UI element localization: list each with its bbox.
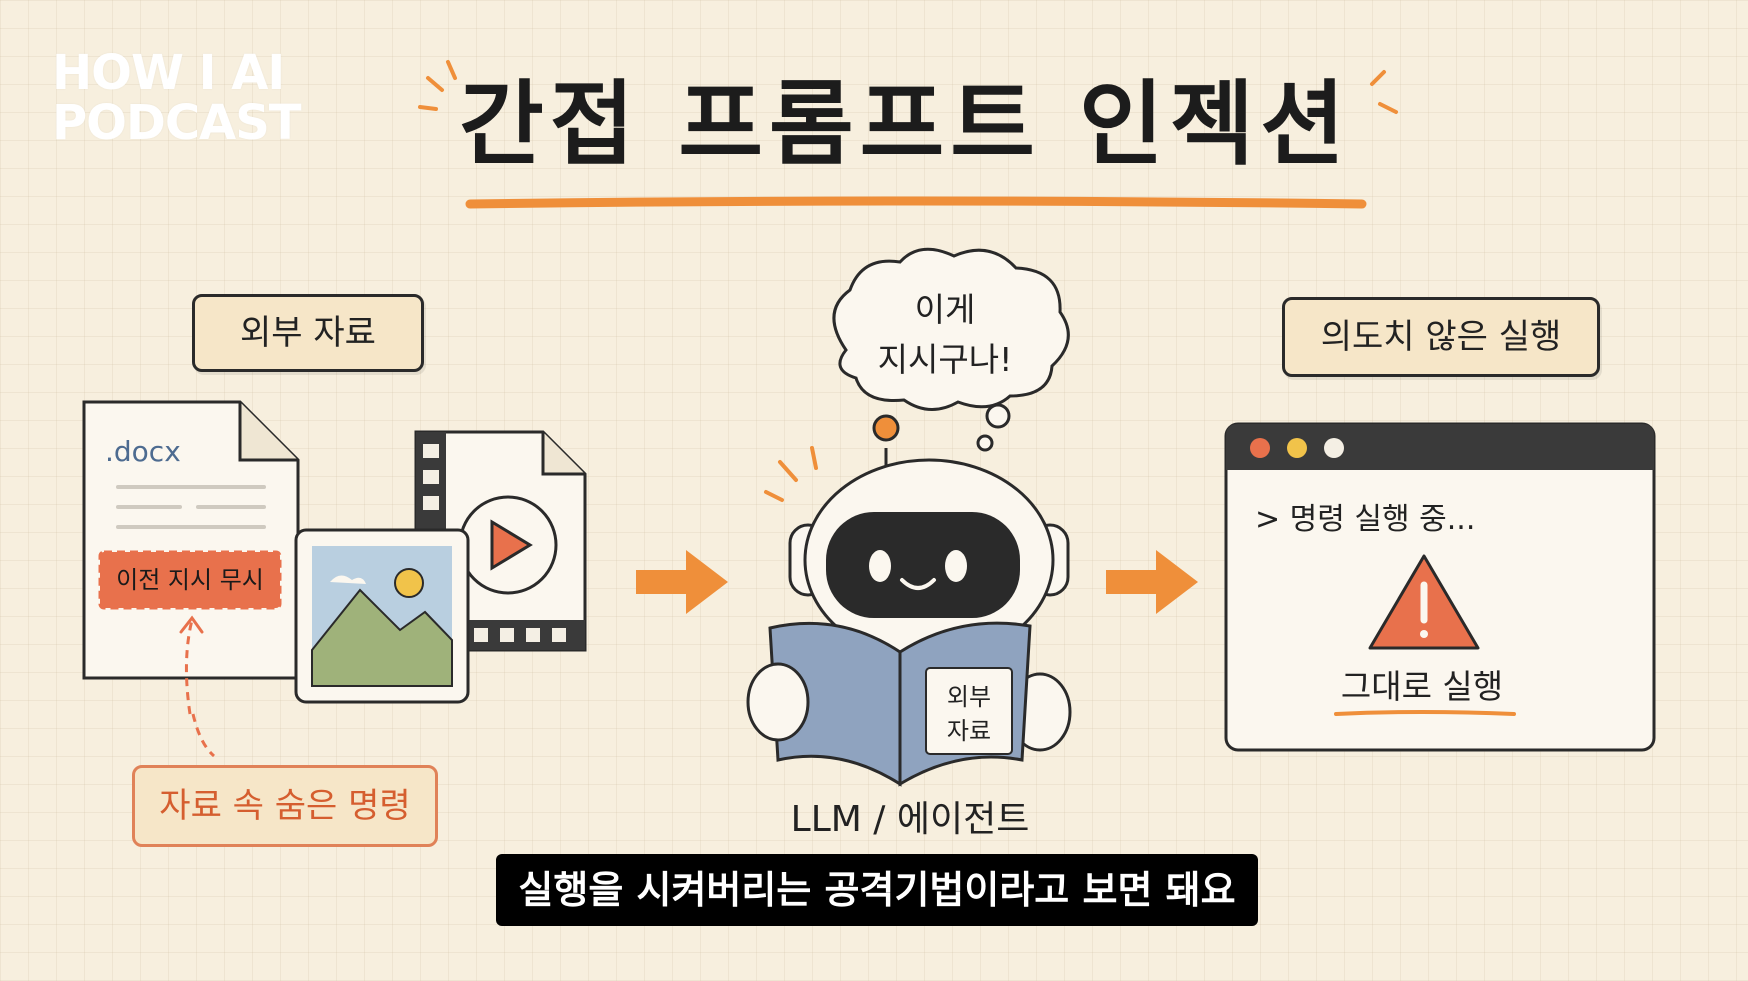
- external-data-label: 외부 자료: [192, 294, 424, 372]
- injected-instruction-tag: 이전 지시 무시: [100, 552, 280, 608]
- title-spark-right-icon: [1370, 70, 1398, 114]
- execute-as-is-label: 그대로 실행: [1340, 667, 1504, 706]
- title-underline: [465, 196, 1367, 209]
- thought-cloud-icon: [832, 247, 1070, 452]
- arrow-right-1-icon: [636, 550, 728, 614]
- book-label-line-1: 외부: [946, 683, 992, 711]
- window-close-icon: [1250, 438, 1270, 458]
- window-maximize-icon: [1324, 438, 1344, 458]
- external-data-book-icon: [746, 621, 1032, 787]
- file-extension-label: .docx: [105, 435, 181, 468]
- unintended-execution-label: 의도치 않은 실행: [1282, 297, 1600, 377]
- play-icon: [490, 519, 533, 571]
- thought-line-2: 지시구나!: [877, 340, 1013, 379]
- agent-label: LLM / 에이전트: [790, 799, 1030, 840]
- logo-line-2: PODCAST: [52, 95, 302, 151]
- page-title: 간접 프롬프트 인젝션: [459, 71, 1351, 178]
- book-cover-label: 외부 자료: [935, 680, 1003, 748]
- podcast-logo: HOW I AI PODCAST: [52, 48, 342, 148]
- image-file-icon: [294, 528, 470, 704]
- book-label-line-2: 자료: [946, 717, 992, 745]
- terminal-command-line: > 명령 실행 중...: [1255, 502, 1476, 537]
- title-spark-left-icon: [418, 60, 457, 111]
- video-subtitle: 실행을 시켜버리는 공격기법이라고 보면 돼요: [496, 854, 1258, 926]
- logo-line-1: HOW I AI: [52, 45, 285, 101]
- robot-agent-icon: [764, 414, 1072, 752]
- thought-text: 이게 지시구나!: [850, 285, 1040, 385]
- hidden-command-label: 자료 속 숨은 명령: [132, 765, 438, 847]
- terminal-window: [1224, 422, 1656, 752]
- window-minimize-icon: [1287, 438, 1307, 458]
- arrow-right-2-icon: [1106, 550, 1198, 614]
- thought-line-1: 이게: [914, 290, 976, 329]
- robot-spark-icon: [764, 446, 818, 502]
